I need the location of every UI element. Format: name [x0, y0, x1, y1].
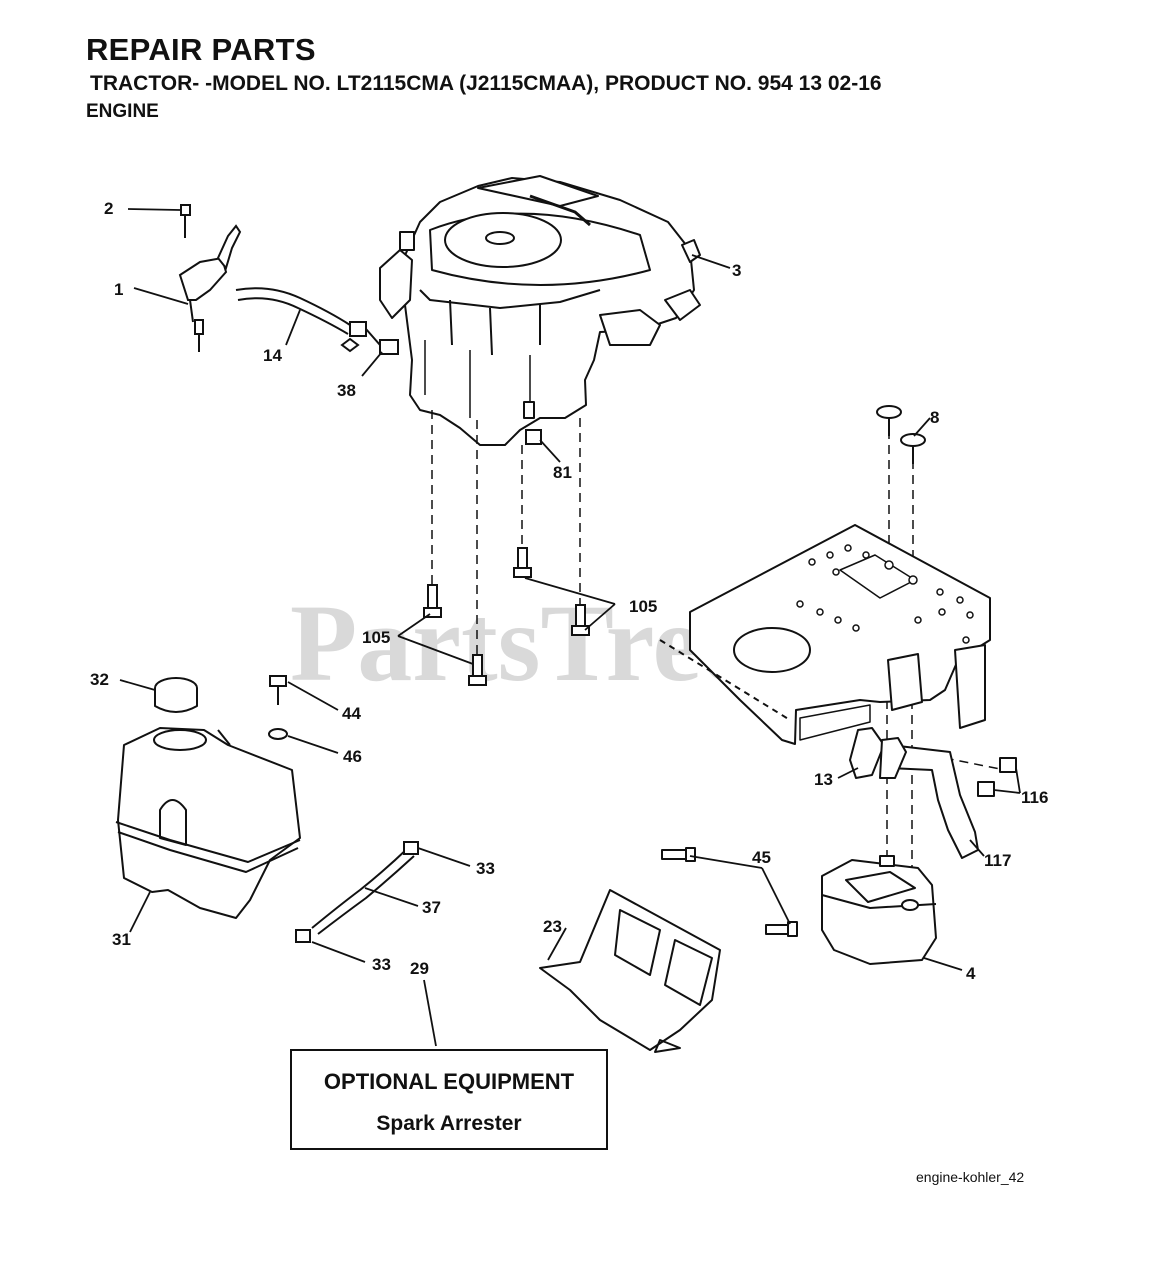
- exhaust-pipe[interactable]: [849, 727, 1017, 859]
- fuel-hose[interactable]: [295, 841, 419, 943]
- callout-3: 3: [732, 261, 741, 280]
- leader-lines: [119, 208, 1021, 1047]
- fuel-tank[interactable]: [115, 677, 301, 919]
- section-label: ENGINE: [86, 101, 159, 122]
- callout-2: 2: [104, 199, 113, 218]
- watermark-text: PartsTree: [290, 582, 750, 704]
- callout-14: 14: [263, 346, 282, 365]
- callout-37: 37: [422, 898, 441, 917]
- callout-116: 116: [1021, 788, 1048, 807]
- model-line: TRACTOR- -MODEL NO. LT2115CMA (J2115CMAA…: [90, 72, 882, 95]
- callout-13: 13: [814, 770, 833, 789]
- nut-81[interactable]: [525, 429, 542, 445]
- page-title: REPAIR PARTS: [86, 32, 316, 67]
- fuel-line[interactable]: [235, 287, 399, 355]
- optional-equipment-box: OPTIONAL EQUIPMENT Spark Arrester: [290, 1049, 608, 1150]
- chassis-frame: [659, 524, 991, 745]
- engine-mount-bolts[interactable]: [423, 547, 590, 686]
- callout-23: 23: [543, 917, 562, 936]
- muffler[interactable]: [821, 855, 937, 965]
- callout-29: 29: [410, 959, 429, 978]
- callout-117: 117: [984, 851, 1011, 870]
- throttle-control[interactable]: [178, 204, 242, 352]
- diagram-code: engine-kohler_42: [916, 1169, 1025, 1185]
- optional-heading: OPTIONAL EQUIPMENT: [323, 1069, 575, 1094]
- frame-holes: [796, 544, 974, 644]
- optional-item: Spark Arrester: [376, 1112, 522, 1135]
- heat-shield[interactable]: [539, 847, 798, 1053]
- callout-labels: 2 1 3 14 38 81 8 105 105 32 44 46 13 116…: [90, 199, 1048, 983]
- callout-33-top: 33: [476, 859, 495, 878]
- callout-45: 45: [752, 848, 771, 867]
- alignment-lines: [431, 410, 1006, 875]
- callout-1: 1: [114, 280, 123, 299]
- callout-46: 46: [343, 747, 362, 766]
- callout-105-left: 105: [362, 628, 390, 647]
- callout-4: 4: [966, 964, 976, 983]
- callout-44: 44: [342, 704, 361, 723]
- callout-32: 32: [90, 670, 109, 689]
- callout-31: 31: [112, 930, 131, 949]
- callout-33-bottom: 33: [372, 955, 391, 974]
- tank-screw[interactable]: [268, 675, 288, 740]
- callout-81: 81: [553, 463, 572, 482]
- callout-38: 38: [337, 381, 356, 400]
- frame-bolts-8[interactable]: [876, 405, 926, 464]
- engine-assembly[interactable]: [379, 175, 701, 446]
- callout-105-right: 105: [629, 597, 657, 616]
- callout-8: 8: [930, 408, 939, 427]
